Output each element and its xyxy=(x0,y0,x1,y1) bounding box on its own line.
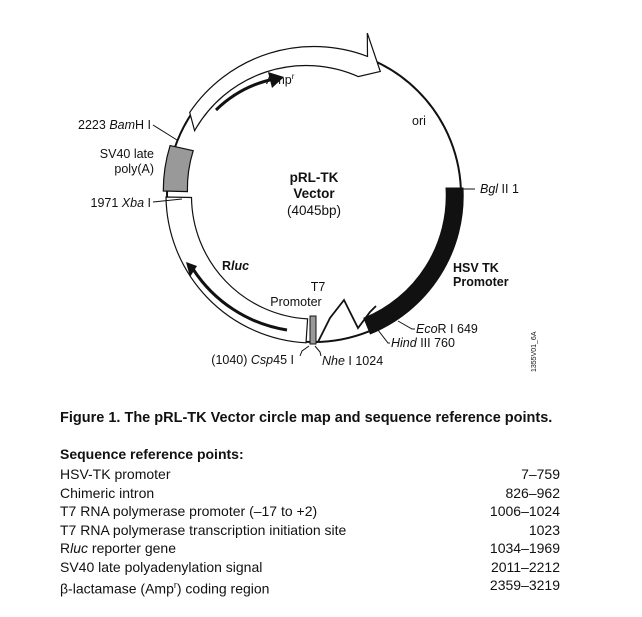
reference-value: 1006–1024 xyxy=(489,503,560,519)
reference-label: T7 RNA polymerase transcription initiati… xyxy=(60,521,347,538)
figure-id: 1355V01_6A xyxy=(531,331,538,372)
hindiii-label: Hind III 760 xyxy=(391,336,455,350)
reference-label: HSV-TK promoter xyxy=(60,466,171,482)
ampr-label: Ampr xyxy=(266,72,295,87)
reference-value: 2011–2212 xyxy=(490,558,560,575)
ori-label: ori xyxy=(412,114,426,128)
reference-value: 7–759 xyxy=(521,466,560,482)
reference-row: T7 RNA polymerase transcription initiati… xyxy=(60,521,560,540)
figure-caption: Figure 1. The pRL-TK Vector circle map a… xyxy=(60,410,553,426)
plasmid-map: Ampr ori 2223 BamH I SV40 late poly(A) 1… xyxy=(78,32,538,372)
rluc-direction-arrow xyxy=(191,268,288,332)
reference-value: 2359–3219 xyxy=(489,577,560,593)
vector-name: pRL-TK xyxy=(290,170,339,185)
xbai-label: 1971 Xba I xyxy=(91,196,152,210)
hindiii-leader xyxy=(377,329,390,344)
csp45i-label: (1040) Csp45 I xyxy=(211,353,294,367)
reference-row: β-lactamase (Ampr) coding region 2359–32… xyxy=(60,576,560,597)
intron-zigzag xyxy=(317,298,377,343)
ampr-direction-arrow xyxy=(214,77,275,112)
hsvtk-label-line1: HSV TK xyxy=(453,261,499,275)
ecori-label: EcoR I 649 xyxy=(416,322,478,336)
reference-row: SV40 late polyadenylation signal 2011–22… xyxy=(60,558,560,577)
reference-row: HSV-TK promoter 7–759 xyxy=(60,465,560,484)
reference-label: Rluc reporter gene xyxy=(60,540,176,556)
reference-value: 1023 xyxy=(528,521,560,538)
ampr-arrowhead xyxy=(268,72,284,88)
t7-promoter-label: Promoter xyxy=(270,295,321,309)
reference-value: 1034–1969 xyxy=(489,540,560,556)
rluc-label: Rluc xyxy=(222,259,249,273)
hsvtk-label-line2: Promoter xyxy=(453,275,509,289)
vector-size: (4045bp) xyxy=(287,203,341,218)
bamhi-label: 2223 BamH I xyxy=(78,118,151,132)
reference-row: Chimeric intron 826–962 xyxy=(60,484,560,503)
reference-label: β-lactamase (Ampr) coding region xyxy=(60,580,270,597)
ampr-segment xyxy=(189,32,382,133)
bglii-label: Bgl II 1 xyxy=(480,182,519,196)
rluc-arrowhead xyxy=(186,262,197,277)
reference-label: T7 RNA polymerase promoter (–17 to +2) xyxy=(60,503,318,519)
reference-title: Sequence reference points: xyxy=(60,446,244,462)
vector-word: Vector xyxy=(293,186,335,201)
bamhi-leader xyxy=(152,124,178,141)
nhei-label: Nhe I 1024 xyxy=(322,354,383,368)
xbai-leader xyxy=(152,198,183,203)
reference-row: T7 RNA polymerase promoter (–17 to +2) 1… xyxy=(60,502,560,521)
reference-row: Rluc reporter gene 1034–1969 xyxy=(60,539,560,558)
nhei-leader xyxy=(314,345,322,357)
reference-list: HSV-TK promoter 7–759 Chimeric intron 82… xyxy=(60,465,560,597)
hsvtk-promoter-segment xyxy=(363,187,464,335)
ecori-leader xyxy=(397,320,415,330)
sv40-polya-segment xyxy=(162,144,194,193)
sv40-label-line2: poly(A) xyxy=(114,162,154,176)
reference-value: 826–962 xyxy=(505,484,560,501)
reference-label: SV40 late polyadenylation signal xyxy=(60,558,263,575)
sv40-label-line1: SV40 late xyxy=(100,147,154,161)
t7-promoter-box xyxy=(309,315,317,345)
reference-label: Chimeric intron xyxy=(60,484,155,501)
csp45i-leader xyxy=(299,345,310,357)
t7-label: T7 xyxy=(311,280,326,294)
